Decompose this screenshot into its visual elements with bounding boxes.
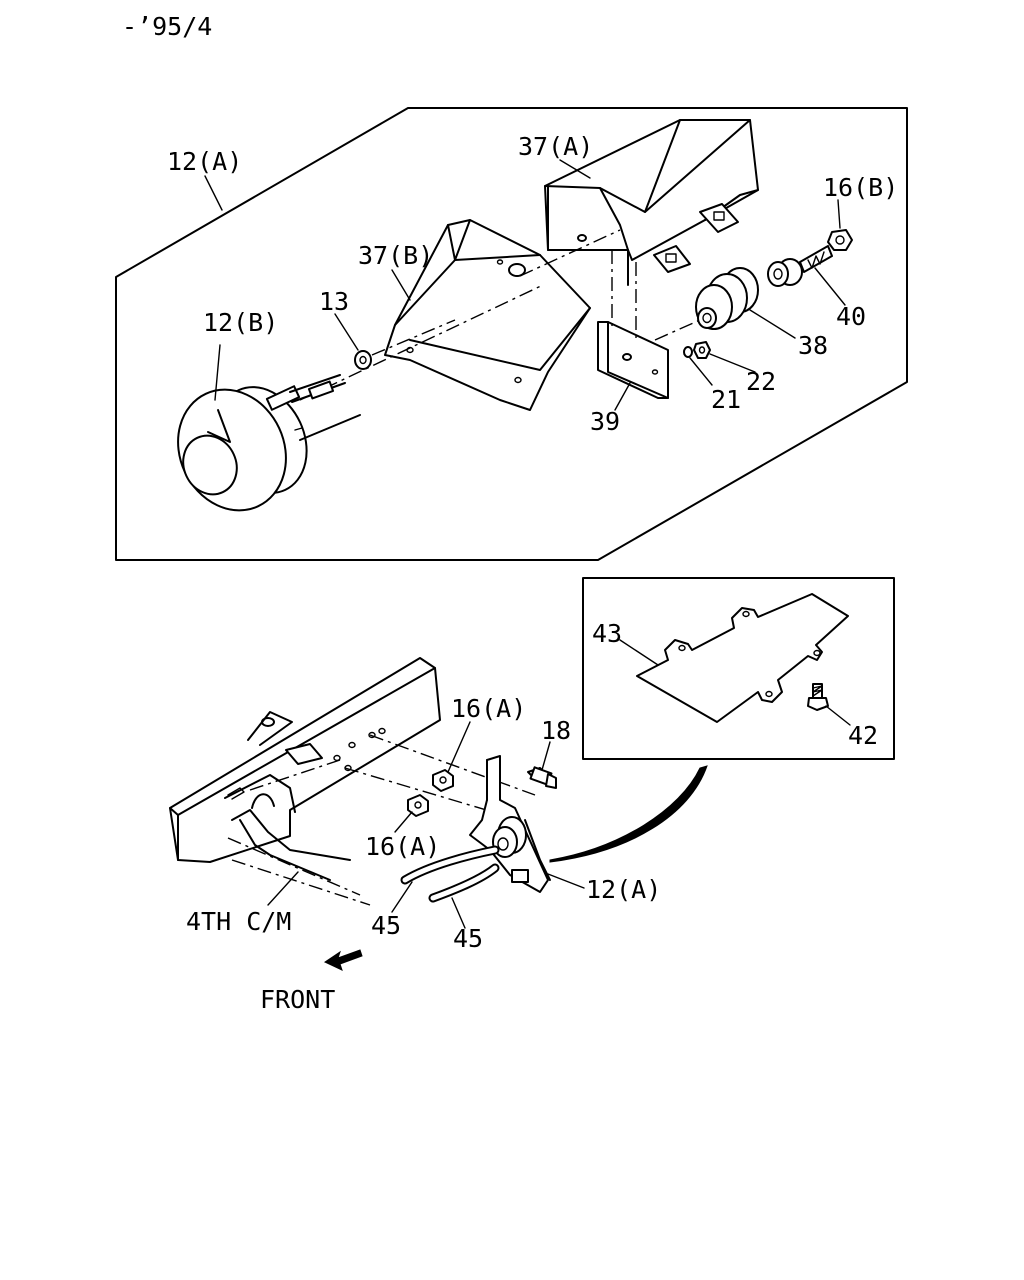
part-22-nut (693, 341, 711, 359)
part-40-bolt (767, 245, 833, 287)
part-16a-nut-lower (407, 794, 429, 817)
part-38-mount (695, 267, 759, 330)
callout-21: 21 (711, 385, 741, 414)
front-arrow-icon (323, 949, 363, 971)
callout-45-left: 45 (371, 911, 401, 940)
callout-16a-upper: 16(A) (451, 694, 526, 723)
callout-18: 18 (541, 716, 571, 745)
callout-45-right: 45 (453, 924, 483, 953)
callout-37b: 37(B) (358, 241, 433, 270)
part-13-nut (354, 350, 372, 370)
panel-alignment-lines (299, 229, 701, 401)
label-front: FRONT (260, 985, 335, 1014)
date-code: -’95/4 (122, 12, 212, 41)
part-12a-installed (469, 755, 551, 893)
part-12b-actuator (177, 374, 361, 512)
callout-22: 22 (746, 367, 776, 396)
part-43-shield (636, 593, 849, 723)
callout-40: 40 (836, 302, 866, 331)
part-45-hose-right (428, 863, 500, 903)
detail-panel-43: 43 42 (582, 577, 895, 760)
callout-42: 42 (848, 721, 878, 750)
part-39-plate (597, 321, 669, 399)
callout-12b: 12(B) (203, 308, 278, 337)
detail-panel-12a (115, 107, 908, 561)
callout-16a-lower: 16(A) (365, 832, 440, 861)
part-16b-nut (827, 229, 853, 251)
frame-view-leaders (267, 721, 585, 929)
callout-37a: 37(A) (518, 132, 593, 161)
callout-43: 43 (592, 619, 622, 648)
detail-panel-43-outline (582, 577, 895, 760)
callout-13: 13 (319, 287, 349, 316)
callout-39: 39 (590, 407, 620, 436)
callout-12a-bottom: 12(A) (586, 875, 661, 904)
part-21-washer (683, 346, 693, 358)
detail-panel-outline (115, 107, 908, 561)
callout-12a-top: 12(A) (167, 147, 242, 176)
part-16a-nut-upper (432, 769, 454, 792)
callout-16b: 16(B) (823, 173, 898, 202)
frame-alignment-lines (227, 734, 536, 906)
part-42-bolt (807, 683, 829, 711)
top-panel-leaders (204, 159, 846, 411)
part-45-hose-left (400, 845, 500, 885)
label-4th-crossmember: 4TH C/M (186, 907, 291, 936)
part-37a-bracket (544, 119, 759, 286)
part-18-bolt (527, 766, 557, 789)
detail-pointer-arrow (549, 765, 708, 863)
frame-crossmember (169, 657, 441, 881)
callout-38: 38 (798, 331, 828, 360)
